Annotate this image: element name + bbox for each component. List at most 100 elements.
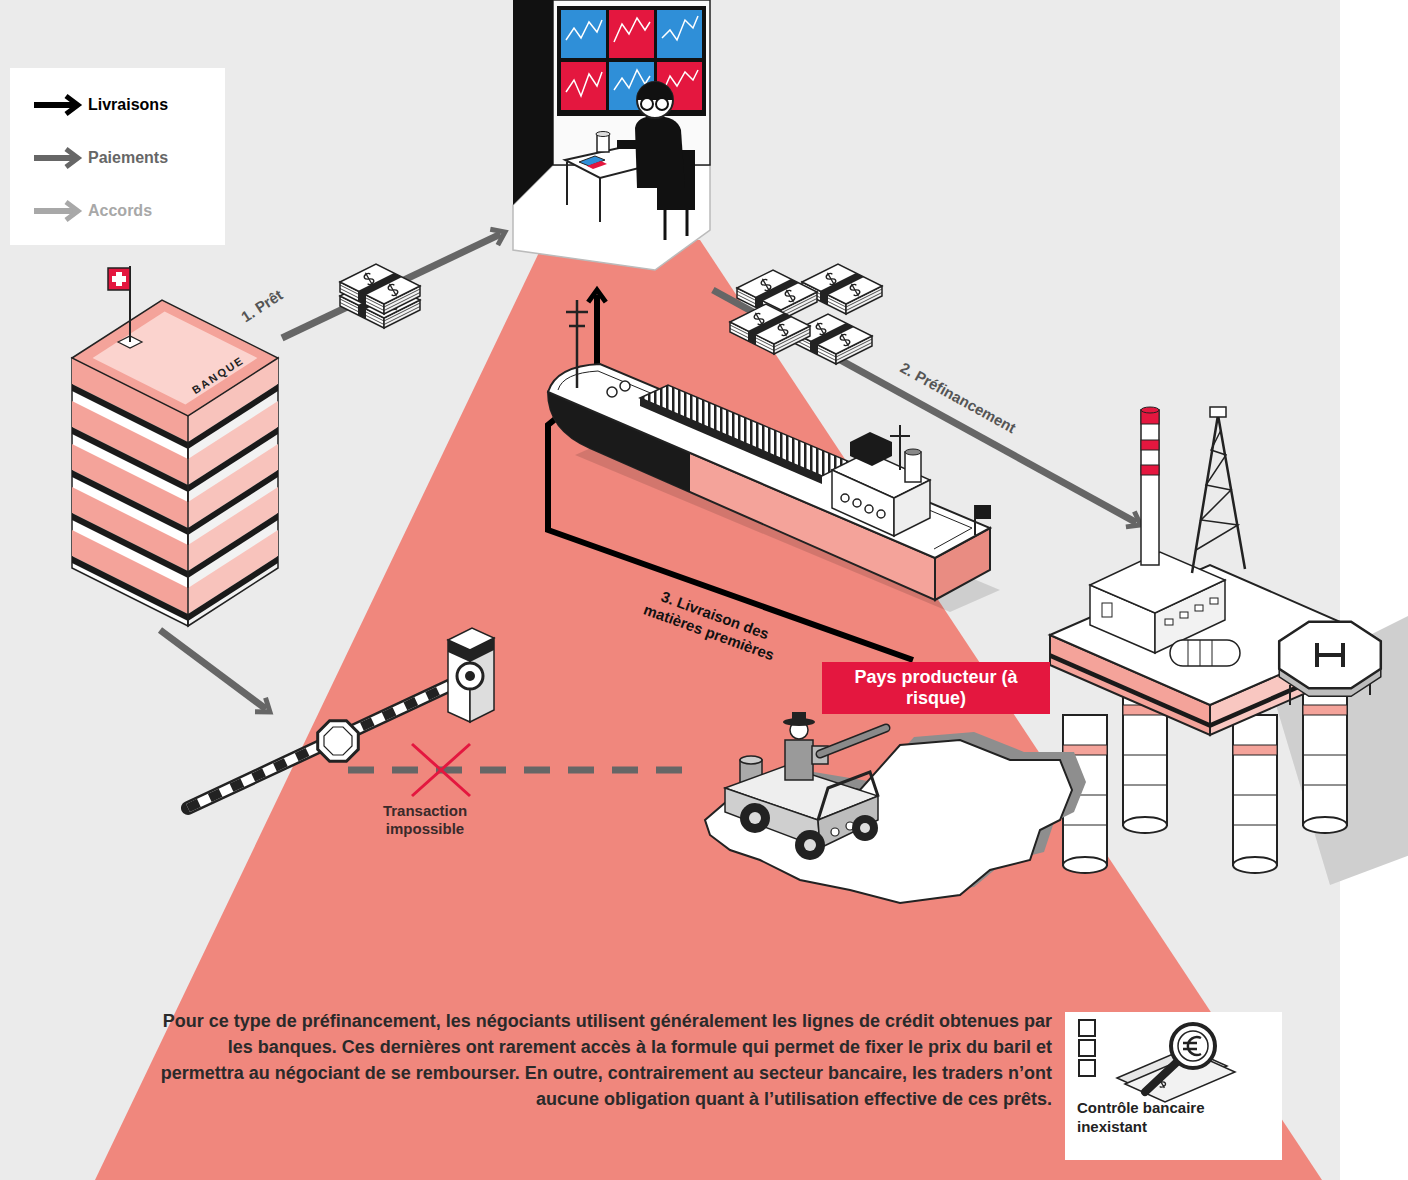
barrier [324,727,352,755]
control-box: Contrôle bancaire inexistant [1065,1012,1282,1160]
bank-building-art [68,230,282,630]
trader-desk-art [686,210,689,236]
loan-arrow [282,234,501,338]
control-text: Contrôle bancaire inexistant [1077,1098,1272,1136]
producer-country-art [749,812,761,824]
control-box-art [1171,1024,1215,1068]
trader-desk-art [617,140,647,149]
legend-text: Accords [88,201,152,221]
legend-arrow [66,149,78,167]
trader-desk-art [505,0,715,290]
legend-arrow [30,146,86,170]
money-stack [730,264,882,364]
control-box-art [1065,1012,1282,1160]
blocked-cross [412,744,470,796]
legend-row: Paiements [10,146,225,170]
legend-text: Livraisons [88,95,168,115]
oil-platform-art [1289,685,1291,705]
trader-desk-art [599,178,601,222]
producer-country: Pays producteur (à risque) [700,660,1075,905]
tanker-ship [548,364,990,558]
oil-platform-art [1141,407,1159,413]
tanker-ship [894,480,930,536]
control-box-art [1065,1012,1282,1160]
control-box-art [1079,1020,1095,1036]
tanker-ship [640,398,822,484]
oil-platform-art [1141,465,1159,475]
legend-arrow [30,93,86,117]
risk-cone [95,240,1322,1180]
oil-platform-art [1040,525,1400,900]
control-box-art [1145,1062,1177,1092]
legend-arrow [30,199,86,223]
margin-strip [1340,0,1408,1180]
producer-country-art [740,756,762,764]
blocked-transaction [160,630,266,709]
tanker-ship [566,311,588,314]
trader-desk-art [561,10,606,58]
trader-desk-art [635,116,685,188]
oil-platform-art [1210,407,1226,417]
bank-building-art [108,268,130,290]
control-box-art [1079,1060,1095,1076]
bank-building-art [112,276,126,282]
bank-building-art [187,416,189,626]
trader-desk-art [609,10,654,58]
oil-platform-art [1270,615,1408,885]
barrier [470,638,494,662]
oil-platform-art [1188,640,1212,666]
trader-desk-art [656,98,668,110]
barrier [188,676,470,808]
tanker-ship [841,494,849,502]
producer-country-art [818,772,878,820]
control-box-art [1178,1031,1208,1061]
caption-text: Pour ce type de préfinancement, les négo… [140,1008,1052,1112]
producer-country-art [785,740,813,780]
producer-country-art [820,728,886,754]
tanker-ship [558,371,972,549]
money-stack [802,264,882,314]
tanker-ship [607,387,617,397]
tanker-ship [890,435,910,437]
loan-arrow [282,234,501,338]
bank-building: BANQUE [68,230,282,630]
oil-platform-art [1196,430,1238,550]
control-box-art [1079,1040,1095,1056]
oil-platform-art [1165,619,1173,625]
oil-platform-art [1210,598,1218,604]
tanker-ship [905,452,921,482]
trader-desk-art [614,18,650,42]
producer-country-art [852,815,878,841]
trader-desk-art [587,161,607,169]
trader-desk-art [557,6,706,116]
oil-platform-art [1102,603,1112,617]
tanker-ship [877,510,885,518]
tanker-ship [865,505,873,513]
legend-text: Paiements [88,148,168,168]
money-stack [340,264,420,328]
oil-platform-art [1233,715,1277,873]
edge-label: Transaction impossible [365,802,485,838]
trader-desk-art [664,210,667,240]
producer-country-art [818,796,878,848]
tanker-ship [899,425,901,470]
legend-arrow [34,102,74,108]
blocked-cross [412,744,470,796]
trader-desk-art [566,72,602,96]
barrier [318,721,359,762]
producer-country-art [820,728,886,754]
oil-platform-art [1141,410,1159,565]
oil-platform-art [1195,605,1203,611]
barrier [457,663,483,689]
producer-country-art [831,828,839,836]
trader-desk-art [641,98,653,110]
tanker-ship [853,499,861,507]
legend-arrow [34,155,74,161]
oil-platform-art [1317,643,1343,667]
oil-platform-art [1141,440,1159,450]
trader-desk-art [596,132,610,137]
oil-platform-art [1192,415,1245,573]
barrier [188,676,470,808]
oil-platform-art [1279,622,1381,689]
